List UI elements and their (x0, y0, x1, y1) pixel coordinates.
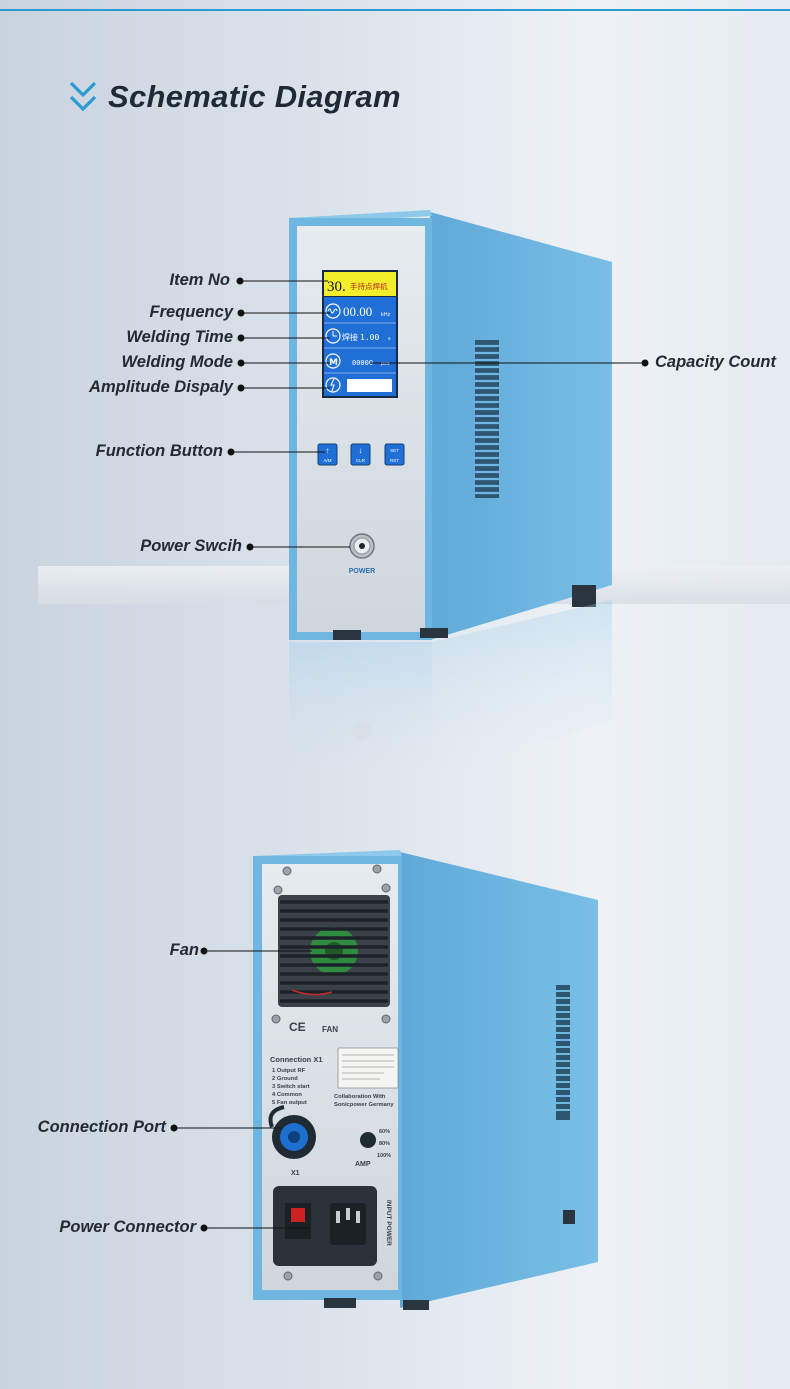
count-unit: pcs (381, 361, 390, 367)
page-title: Schematic Diagram (108, 79, 401, 114)
section-header: Schematic Diagram (68, 74, 401, 120)
label-power-connector: Power Connector (59, 1218, 196, 1236)
foot (420, 628, 448, 638)
power-switch[interactable] (349, 533, 375, 559)
amp-level: 80% (379, 1141, 390, 1147)
button-bottom-label: RST (390, 458, 399, 463)
label-welding-mode: Welding Mode (121, 353, 233, 371)
clock-icon (325, 328, 341, 344)
side-vent-grille (475, 340, 499, 498)
input-power-label: INPUT POWER (385, 1200, 392, 1246)
label-item-no: Item No (169, 271, 230, 289)
connection-item: 1 Output RF (272, 1068, 306, 1074)
connection-item: 3 Switch start (272, 1084, 310, 1090)
amp-level: 100% (377, 1153, 391, 1159)
power-connector[interactable] (273, 1186, 377, 1266)
label-frequency: Frequency (149, 303, 233, 321)
svg-text:M: M (329, 358, 338, 368)
double-chevron-down-icon (69, 81, 97, 112)
fan-label: FAN (322, 1025, 338, 1034)
amp-label: AMP (355, 1161, 371, 1168)
back-side-vent-grille (556, 985, 570, 1120)
button-top-label: ↑ (326, 446, 330, 455)
item-name-text: 手持点焊机 (350, 281, 388, 291)
button-bottom-label: CLR (356, 458, 366, 463)
label-power-switch: Power Swcih (140, 537, 242, 555)
frequency-value: 00.00 (343, 304, 372, 319)
time-unit: s (388, 336, 391, 342)
power-label: POWER (349, 568, 375, 575)
screws (271, 864, 391, 1281)
button-bottom-label: A/M (323, 458, 331, 463)
rating-label-sticker (337, 1047, 399, 1089)
top-divider-line (0, 0, 790, 11)
up-am-button[interactable]: ↑ A/M (317, 443, 338, 466)
label-function-button: Function Button (95, 442, 223, 460)
connection-title: Connection X1 (270, 1055, 323, 1064)
front-unit-side-panel (430, 212, 612, 640)
front-unit: 30. 手持点焊机 00.00 kHz 焊接 1.00 s M 00000 pc… (289, 210, 612, 640)
power-toggle[interactable] (291, 1208, 305, 1222)
button-top-label: SET (390, 448, 399, 453)
connection-item: 5 Fan output (272, 1100, 307, 1106)
connection-info: Connection X1 1 Output RF 2 Ground 3 Swi… (270, 1055, 323, 1106)
collab-text: Collaboration With (334, 1094, 386, 1100)
fan-grille (278, 895, 390, 1007)
count-value: 00000 (352, 359, 373, 367)
label-connection-port: Connection Port (37, 1118, 166, 1136)
collab-text: Sonicpower Germany (334, 1102, 394, 1108)
connection-item: 2 Ground (272, 1076, 298, 1082)
amp-level: 60% (379, 1129, 390, 1135)
button-top-label: ↓ (359, 446, 363, 455)
lightning-icon (325, 377, 341, 393)
label-capacity-count: Capacity Count (655, 353, 777, 371)
back-unit-side-panel (400, 852, 598, 1308)
item-no-row (324, 272, 396, 296)
front-unit-reflection (289, 600, 612, 780)
function-buttons: ↑ A/M ↓ CLR SET RST (317, 443, 405, 466)
connection-port[interactable] (268, 1105, 317, 1159)
set-rst-button[interactable]: SET RST (384, 443, 405, 466)
back-unit: CE FAN Connection X1 1 Output RF 2 Groun… (253, 850, 598, 1310)
time-value: 1.00 (360, 333, 379, 342)
amp-selector[interactable] (360, 1132, 376, 1148)
port-label: X1 (291, 1170, 300, 1177)
foot (572, 585, 596, 607)
time-label: 焊接 (342, 332, 358, 342)
amplitude-bar (347, 379, 392, 392)
item-number-text: 30. (327, 279, 346, 295)
mode-icon (325, 353, 341, 369)
label-amplitude-display: Amplitude Dispaly (89, 378, 233, 396)
label-welding-time: Welding Time (126, 328, 233, 346)
ce-mark: CE (289, 1020, 306, 1034)
frequency-unit: kHz (381, 312, 391, 318)
label-fan: Fan (169, 941, 199, 959)
foot (333, 630, 361, 640)
callout-lines (170, 277, 649, 1232)
power-icon (359, 543, 365, 549)
down-clr-button[interactable]: ↓ CLR (350, 443, 371, 466)
connection-item: 4 Common (272, 1092, 302, 1098)
waveform-icon (325, 303, 341, 319)
lcd-screen: 30. 手持点焊机 00.00 kHz 焊接 1.00 s M 00000 pc… (322, 270, 398, 398)
